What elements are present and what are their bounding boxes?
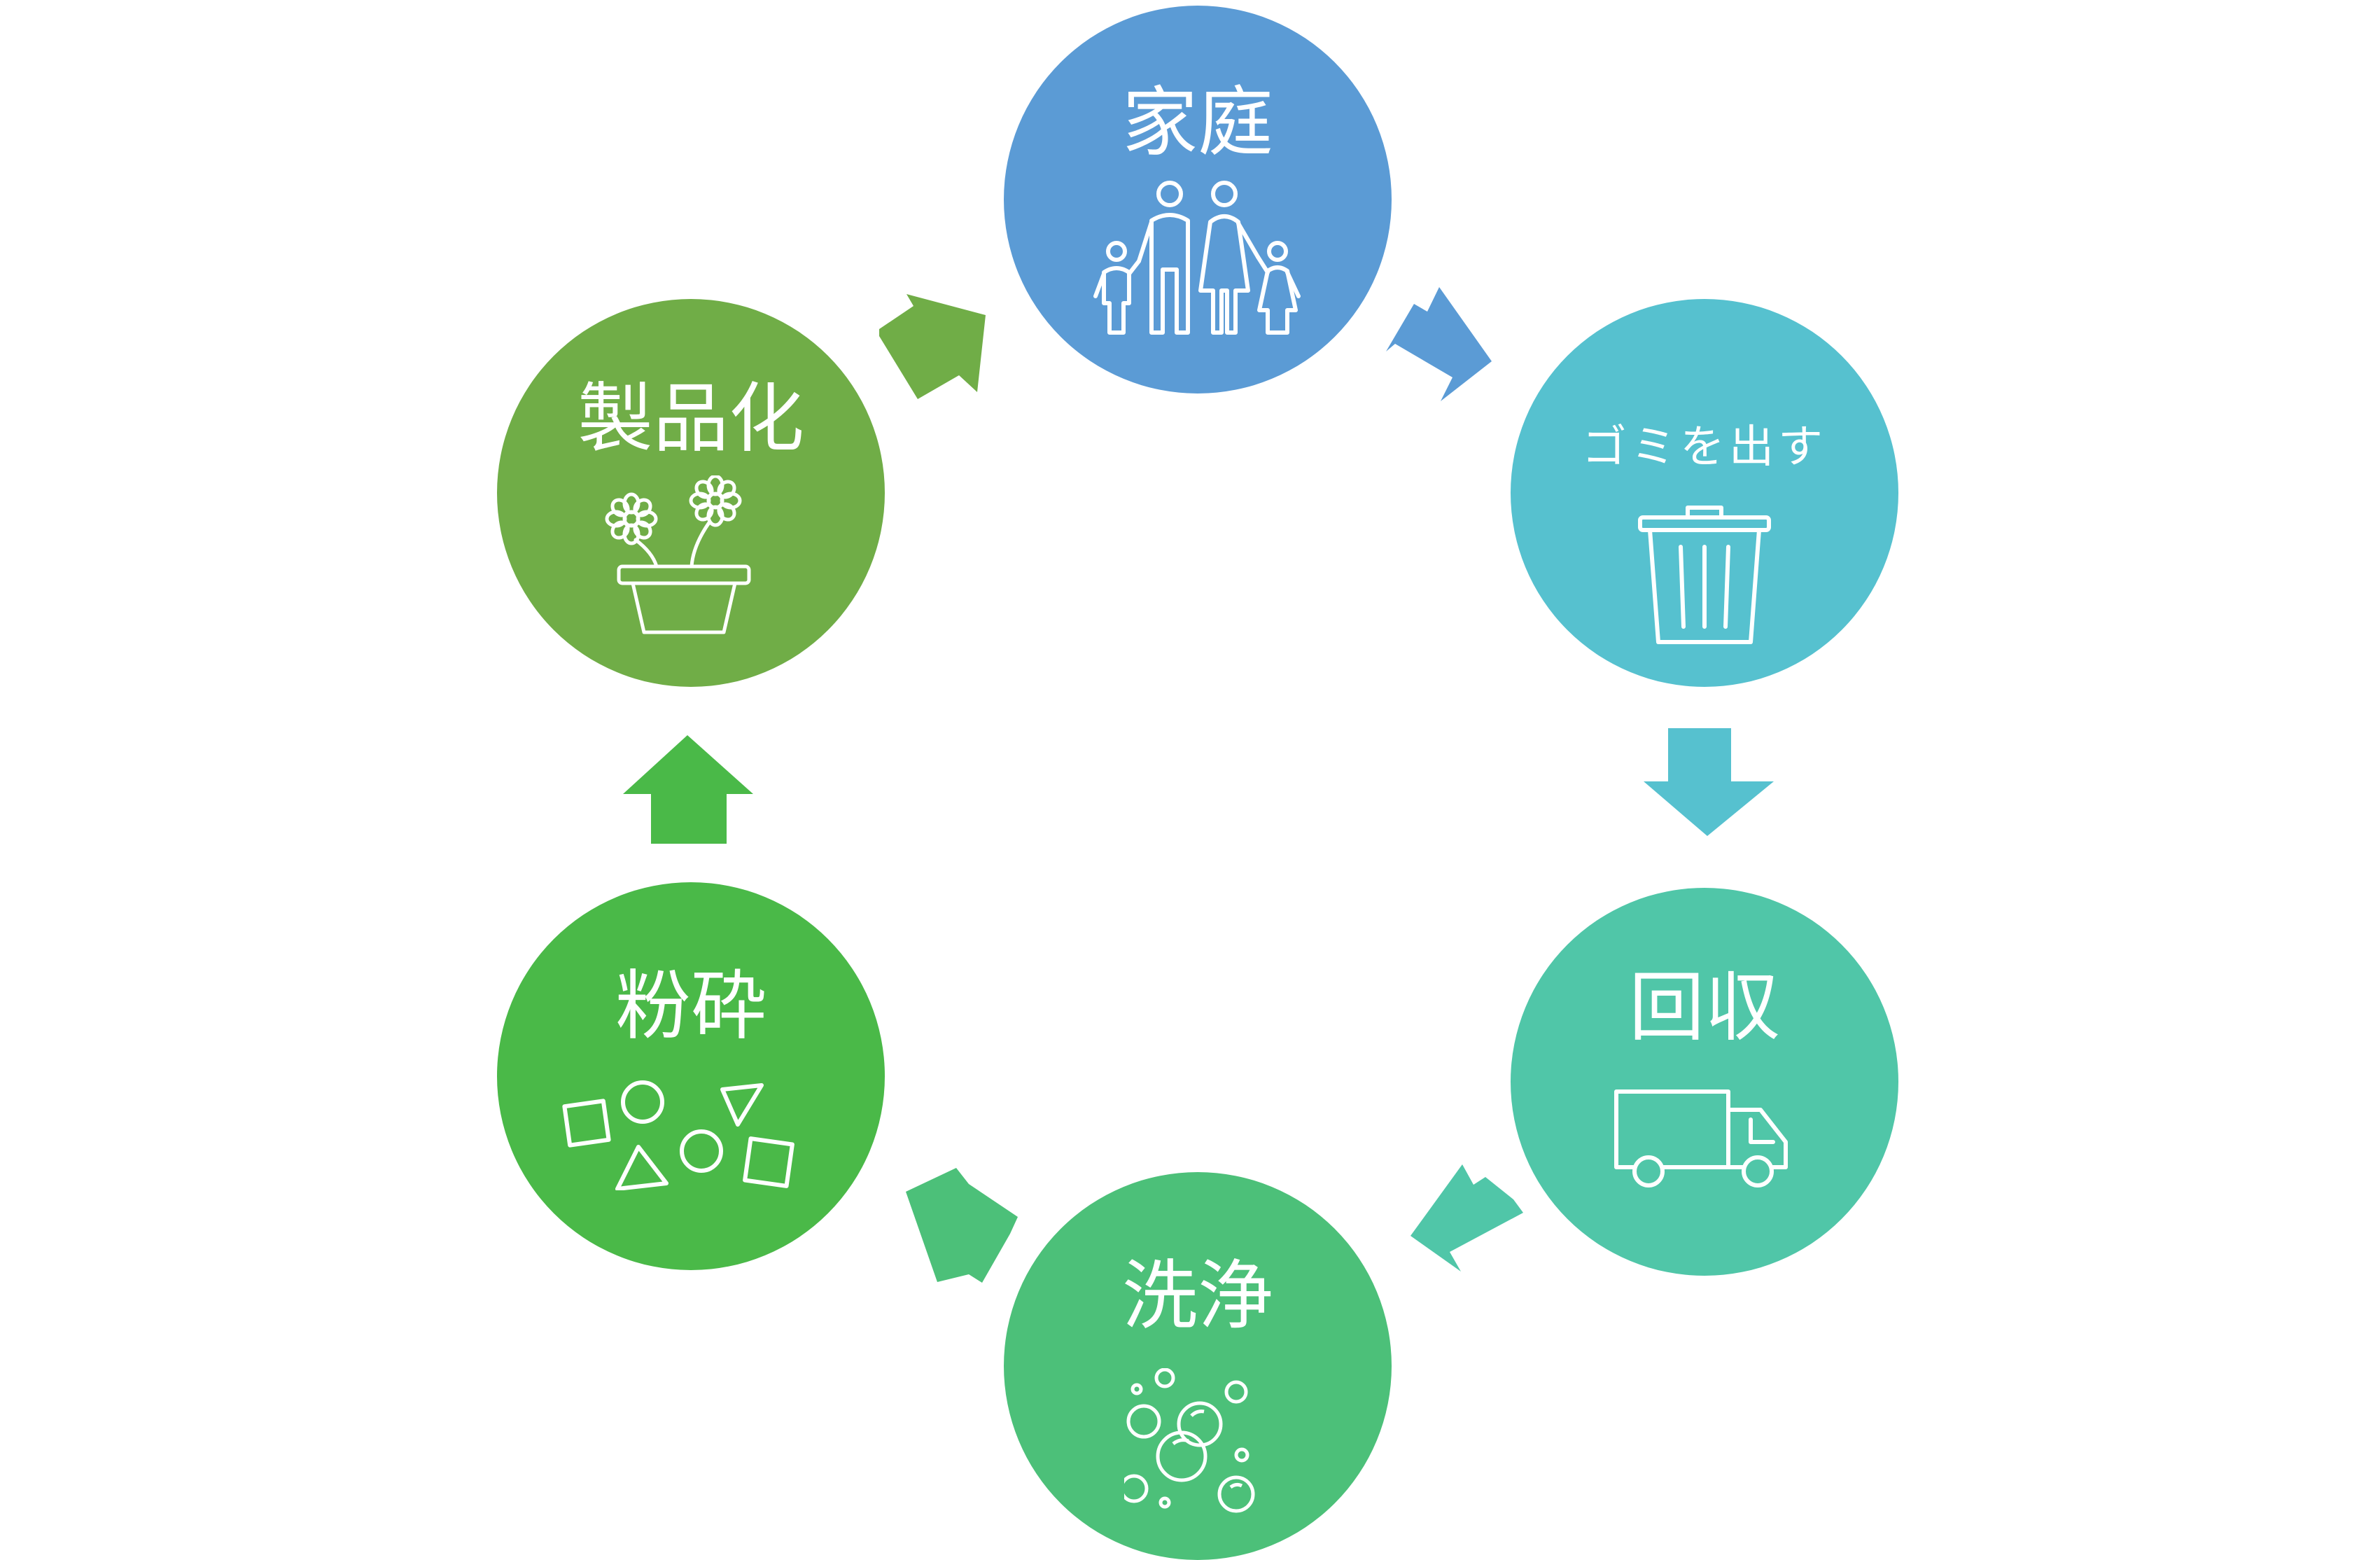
node-washing: 洗浄 bbox=[1004, 1172, 1392, 1560]
arrow-crushing-to-product bbox=[623, 735, 753, 844]
bubbles-icon bbox=[1124, 1368, 1255, 1513]
arrow-home-to-garbage bbox=[1386, 287, 1492, 401]
node-collection: 回収 bbox=[1511, 888, 1898, 1276]
trash-can-icon bbox=[1638, 506, 1771, 644]
arrow-product-to-home bbox=[879, 294, 986, 399]
arrow-washing-to-crushing bbox=[906, 1168, 1018, 1283]
node-product: 製品化 bbox=[497, 299, 885, 687]
node-label-garbage: ゴミを出す bbox=[1582, 422, 1827, 473]
node-label-washing: 洗浄 bbox=[1121, 1253, 1273, 1340]
node-label-product: 製品化 bbox=[577, 375, 804, 463]
truck-icon bbox=[1614, 1089, 1788, 1188]
family-icon bbox=[1093, 181, 1301, 335]
node-label-collection: 回収 bbox=[1628, 964, 1780, 1052]
arrow-garbage-to-collection bbox=[1644, 728, 1774, 836]
node-label-crushing: 粉砕 bbox=[615, 963, 766, 1050]
node-home: 家庭 bbox=[1004, 6, 1392, 394]
flower-pot-icon bbox=[605, 475, 751, 634]
arrow-collection-to-washing bbox=[1410, 1164, 1523, 1272]
node-garbage: ゴミを出す bbox=[1511, 299, 1898, 687]
shapes-icon bbox=[562, 1080, 794, 1190]
node-label-home: 家庭 bbox=[1121, 79, 1273, 167]
node-crushing: 粉砕 bbox=[497, 882, 885, 1270]
